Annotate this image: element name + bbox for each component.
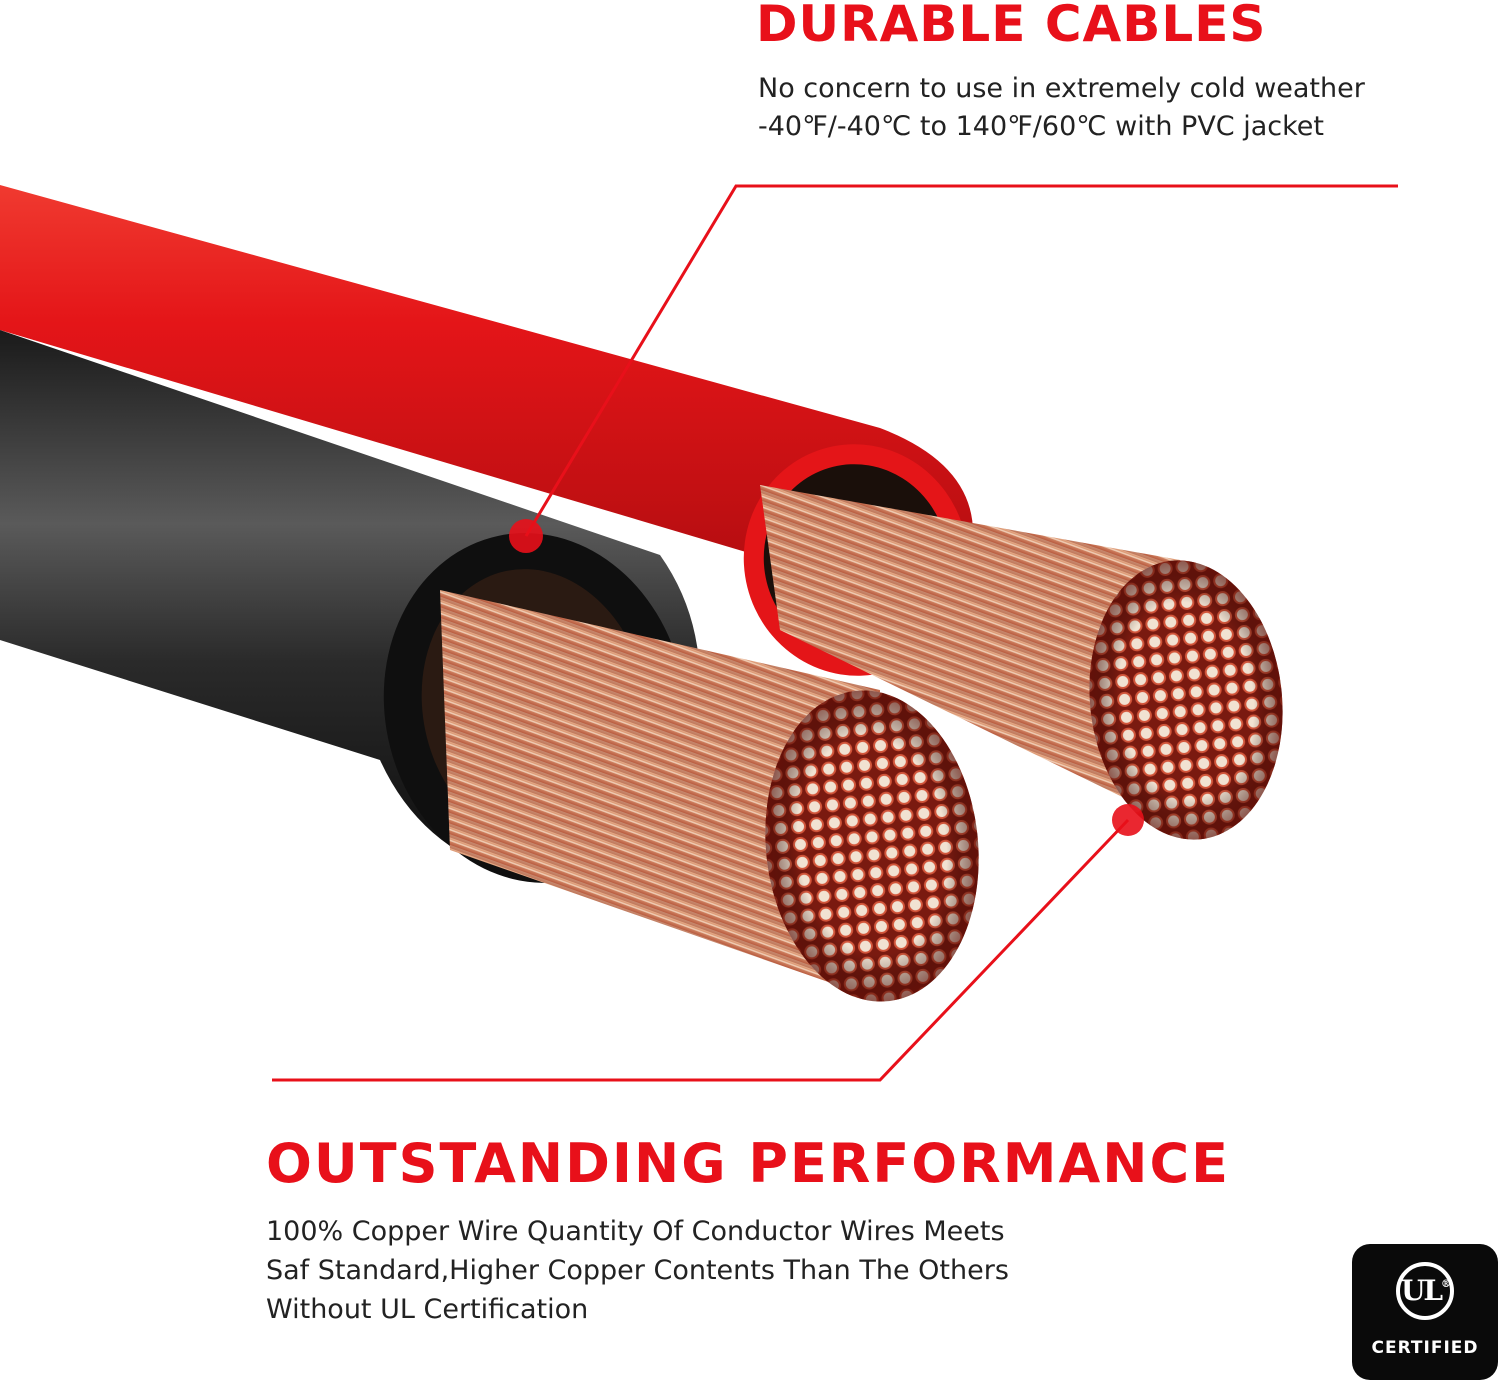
performance-line-2: Saf Standard,Higher Copper Contents Than… [266, 1255, 1009, 1286]
performance-title: OUTSTANDING PERFORMANCE [266, 1132, 1230, 1195]
performance-description: 100% Copper Wire Quantity Of Conductor W… [266, 1212, 1009, 1329]
durable-line-2: -40℉/-40℃ to 140℉/60℃ with PVC jacket [758, 111, 1324, 142]
ul-certification-icon: UL® [1396, 1262, 1454, 1320]
ul-mark: UL [1400, 1274, 1443, 1307]
ul-certified-badge: UL® CERTIFIED [1352, 1244, 1498, 1380]
ul-certified-label: CERTIFIED [1371, 1338, 1479, 1358]
durable-cables-title: DURABLE CABLES [756, 0, 1267, 53]
callout-durable [509, 184, 1398, 553]
black-cable-copper-strands [440, 590, 979, 1002]
performance-line-3: Without UL Certification [266, 1294, 589, 1325]
performance-line-1: 100% Copper Wire Quantity Of Conductor W… [266, 1216, 1005, 1247]
durable-line-1: No concern to use in extremely cold weat… [758, 73, 1365, 104]
durable-cables-description: No concern to use in extremely cold weat… [758, 70, 1365, 146]
red-cable-copper-strands [760, 485, 1283, 840]
callout-performance [272, 804, 1144, 1082]
